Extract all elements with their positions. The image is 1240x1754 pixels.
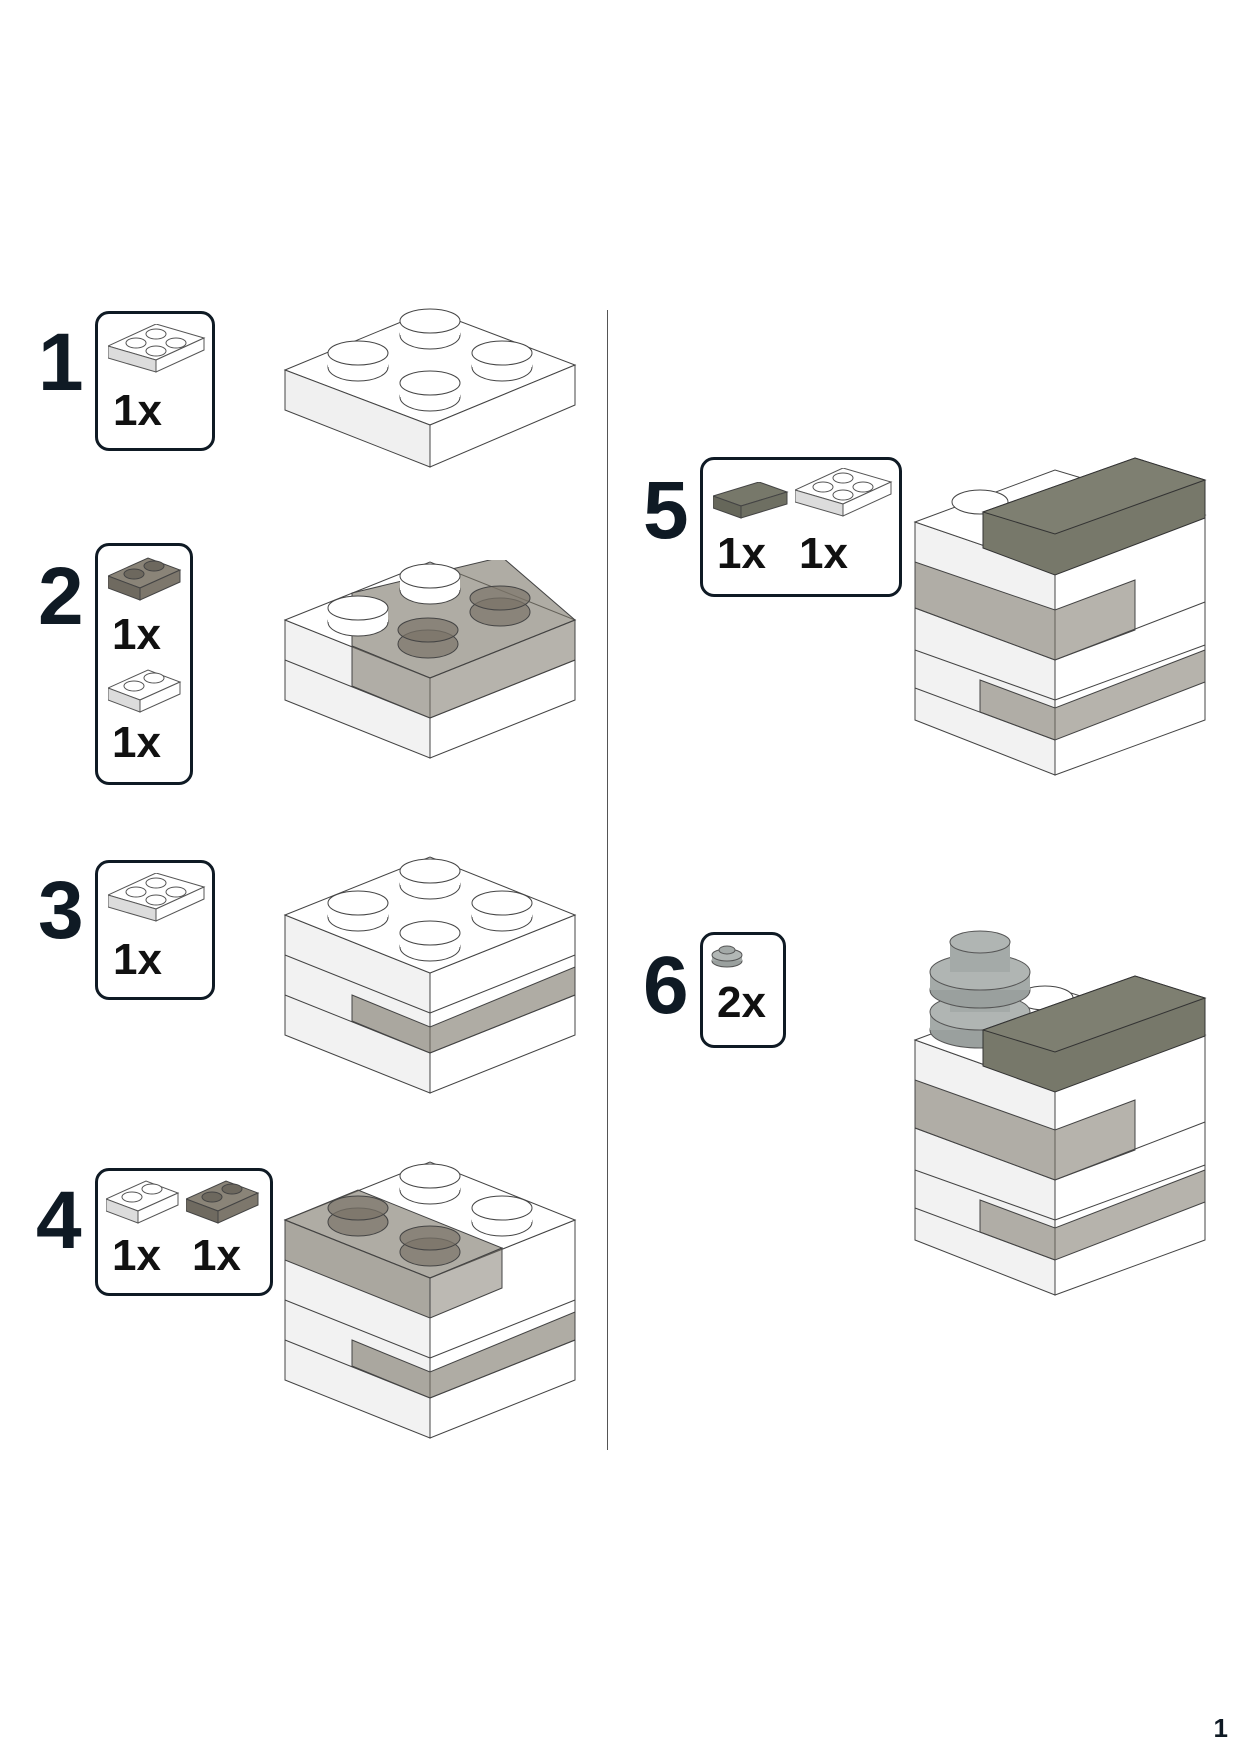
step-number: 3	[38, 865, 84, 956]
trans-black-1x2-plate-icon	[186, 1180, 259, 1224]
step-number: 1	[38, 317, 84, 408]
white-1x2-plate-icon	[108, 669, 181, 713]
light-gray-1x1-round-plate-icon	[711, 945, 743, 968]
step-5-model	[913, 457, 1207, 776]
step-3-model	[283, 856, 577, 1094]
step-number: 5	[643, 465, 689, 556]
step-4-model	[283, 1161, 577, 1439]
part-quantity: 1x	[799, 529, 848, 578]
parts-callout: 1x 1x	[700, 457, 902, 597]
white-2x2-plate-icon	[108, 324, 205, 373]
step-2-model	[283, 560, 577, 759]
white-2x2-plate-icon	[108, 873, 205, 922]
page-number: 1	[1213, 1713, 1228, 1743]
part-quantity: 1x	[192, 1231, 241, 1280]
parts-callout: 1x	[95, 860, 215, 1000]
parts-callout: 1x	[95, 311, 215, 451]
part-quantity: 2x	[717, 978, 766, 1027]
dark-tan-1x2-tile-icon	[713, 482, 788, 519]
white-2x2-plate-icon	[795, 468, 892, 517]
white-1x2-plate-icon	[106, 1180, 179, 1224]
part-quantity: 1x	[113, 386, 162, 435]
part-quantity: 1x	[112, 718, 161, 767]
trans-black-1x2-plate-icon	[108, 557, 181, 601]
step-number: 6	[643, 940, 689, 1031]
column-divider	[607, 310, 608, 1450]
part-quantity: 1x	[112, 610, 161, 659]
parts-callout: 1x 1x	[95, 543, 193, 785]
step-1-model-2x2-plate	[283, 308, 577, 468]
part-quantity: 1x	[113, 935, 162, 984]
step-number: 2	[38, 551, 84, 642]
part-quantity: 1x	[112, 1231, 161, 1280]
part-quantity: 1x	[717, 529, 766, 578]
parts-callout: 2x	[700, 932, 786, 1048]
parts-callout: 1x 1x	[95, 1168, 273, 1296]
step-number: 4	[36, 1175, 82, 1266]
step-6-model	[913, 930, 1207, 1296]
